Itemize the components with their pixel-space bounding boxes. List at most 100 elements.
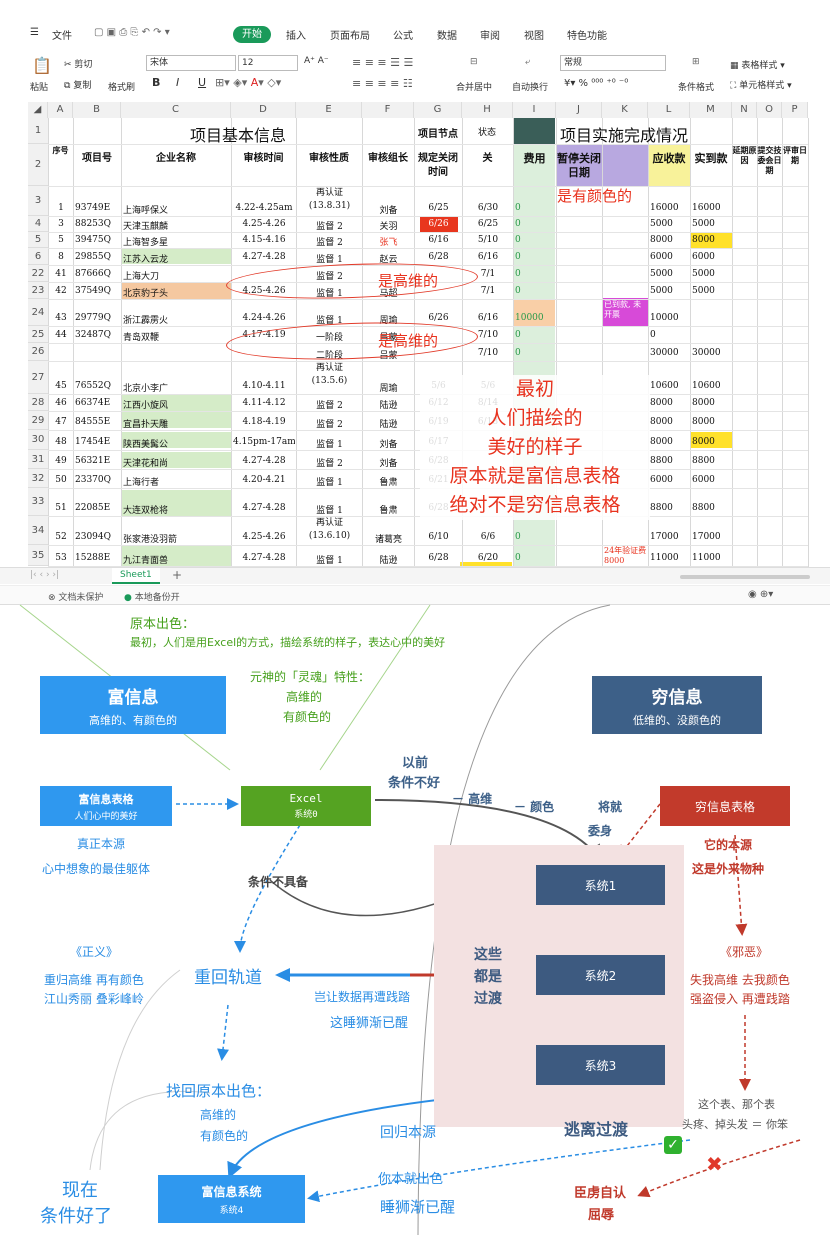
cell-h[interactable]: 5/10	[477, 235, 499, 245]
column-header[interactable]: L	[648, 102, 690, 118]
cell-a[interactable]: 1	[58, 203, 64, 213]
underline-button[interactable]: U	[198, 76, 207, 89]
cell-f[interactable]: 马超	[379, 289, 398, 299]
cell-d[interactable]: 4.25-4.26	[242, 532, 286, 542]
cell-m[interactable]: 5000	[692, 269, 715, 279]
cell-h[interactable]: 6/6	[480, 532, 496, 542]
cell-d[interactable]: 4.11-4.12	[242, 398, 286, 408]
cell-m[interactable]: 16000	[692, 203, 721, 213]
cell-m[interactable]: 17000	[692, 532, 721, 542]
cell-b[interactable]: 88253Q	[75, 219, 112, 229]
cell-b[interactable]: 37549Q	[75, 286, 112, 296]
cell-i[interactable]: 0	[515, 203, 521, 213]
tab-review[interactable]: 审阅	[480, 31, 500, 42]
cell-l[interactable]: 11000	[650, 553, 679, 563]
align-left-icons[interactable]: ≡ ≡ ≡ ≡ ☷	[352, 77, 413, 90]
cell-a[interactable]: 47	[55, 417, 67, 427]
cell-f[interactable]: 关羽	[379, 222, 398, 232]
cell-a[interactable]: 53	[55, 553, 67, 563]
cell-d[interactable]: 4.22-4.25am	[235, 203, 293, 213]
cell-i[interactable]: 0	[515, 532, 521, 542]
cell-b[interactable]: 32487Q	[75, 330, 112, 340]
cell-d[interactable]: 4.10-4.11	[242, 381, 286, 391]
cell-f[interactable]: 周瑜	[379, 384, 398, 394]
row-header[interactable]: 22	[28, 265, 48, 282]
horizontal-scrollbar[interactable]	[680, 575, 810, 579]
cell-c[interactable]: 北京小李广	[123, 384, 169, 394]
cell-b[interactable]: 29855Q	[75, 252, 112, 262]
sheet-nav-icons[interactable]: |‹ ‹ › ›|	[30, 570, 60, 580]
select-all-corner[interactable]: ◢	[28, 102, 48, 118]
cell-a[interactable]: 43	[55, 313, 67, 323]
column-header[interactable]: H	[462, 102, 513, 118]
cell-d[interactable]: 4.27-4.28	[242, 456, 286, 466]
row-header[interactable]: 34	[28, 516, 48, 545]
cell-f[interactable]: 鲁肃	[379, 506, 398, 516]
cell-e[interactable]: 监督 1	[316, 316, 343, 326]
cell-l[interactable]: 8000	[650, 417, 673, 427]
cell-d[interactable]: 4.27-4.28	[242, 553, 286, 563]
cell-m[interactable]: 8800	[692, 456, 715, 466]
cell-h[interactable]: 7/10	[477, 348, 499, 358]
column-header[interactable]: B	[73, 102, 121, 118]
row-header[interactable]: 27	[28, 361, 48, 394]
cell-b[interactable]: 15288E	[75, 553, 111, 563]
column-header[interactable]: C	[121, 102, 231, 118]
cell-a[interactable]: 42	[55, 286, 67, 296]
cell-a[interactable]: 41	[55, 269, 67, 279]
column-header[interactable]: P	[782, 102, 808, 118]
cell-m[interactable]: 8000	[692, 437, 715, 447]
cell-e[interactable]: 再认证 (13.5.6)	[311, 363, 348, 386]
cell-l[interactable]: 16000	[650, 203, 679, 213]
cell-c[interactable]: 上海大刀	[123, 272, 160, 282]
bold-button[interactable]: B	[152, 76, 161, 89]
cell-m[interactable]: 5000	[692, 219, 715, 229]
cell-d[interactable]: 4.25-4.26	[242, 286, 286, 296]
wrap-text-button[interactable]: 自动换行	[512, 83, 549, 93]
cell-c[interactable]: 浙江霹雳火	[123, 316, 169, 326]
cell-e[interactable]: 监督 2	[316, 420, 343, 430]
cell-f[interactable]: 鲁肃	[379, 478, 398, 488]
cell-a[interactable]: 46	[55, 398, 67, 408]
cell-b[interactable]: 23370Q	[75, 475, 112, 485]
font-size-select[interactable]: 12	[238, 55, 298, 71]
cell-style-button[interactable]: ⛶ 单元格样式 ▾	[730, 81, 792, 91]
table-style-button[interactable]: ▦ 表格样式 ▾	[730, 61, 785, 71]
cell-c[interactable]: 青岛双鞭	[123, 333, 160, 343]
cell-a[interactable]: 5	[58, 235, 64, 245]
cell-c[interactable]: 上海智多星	[123, 238, 169, 248]
italic-button[interactable]: I	[176, 76, 180, 89]
cell-i[interactable]: 0	[515, 219, 521, 229]
row-header[interactable]: 33	[28, 488, 48, 516]
cell-l[interactable]: 17000	[650, 532, 679, 542]
cell-m[interactable]: 11000	[692, 553, 721, 563]
cell-c[interactable]: 江苏入云龙	[123, 255, 169, 265]
cell-a[interactable]: 52	[55, 532, 67, 542]
row-header[interactable]: 24	[28, 299, 48, 326]
cell-k[interactable]: 已到款, 未开票	[604, 300, 642, 319]
cell-f[interactable]: 陆逊	[379, 420, 398, 430]
cell-a[interactable]: 8	[58, 252, 64, 262]
cell-f[interactable]: 刘备	[379, 440, 398, 450]
cell-i[interactable]: 0	[515, 553, 521, 563]
cell-e[interactable]: 监督 1	[316, 556, 343, 566]
cell-g[interactable]: 6/28	[428, 252, 449, 262]
cell-f[interactable]: 刘备	[379, 459, 398, 469]
cell-a[interactable]: 48	[55, 437, 67, 447]
cell-d[interactable]: 4.17-4.19	[242, 330, 286, 340]
column-header[interactable]: N	[732, 102, 757, 118]
cell-l[interactable]: 8800	[650, 503, 673, 513]
cell-f[interactable]: 张飞	[379, 238, 398, 248]
cell-l[interactable]: 8000	[650, 235, 673, 245]
cell-i[interactable]: 10000	[515, 313, 544, 323]
cell-b[interactable]: 17454E	[75, 437, 111, 447]
view-mode-icons[interactable]: ◉ ⊕▾	[748, 589, 774, 600]
cell-g[interactable]: 6/16	[428, 235, 449, 245]
quick-access-icons[interactable]: ▢ ▣ ⎙ ⎘ ↶ ↷ ▾	[94, 27, 170, 38]
column-header[interactable]: O	[757, 102, 782, 118]
cell-i[interactable]: 0	[515, 252, 521, 262]
cell-f[interactable]: 陆逊	[379, 401, 398, 411]
column-header[interactable]: E	[296, 102, 362, 118]
row-header[interactable]: 32	[28, 469, 48, 488]
cell-e[interactable]: 监督 1	[316, 289, 343, 299]
